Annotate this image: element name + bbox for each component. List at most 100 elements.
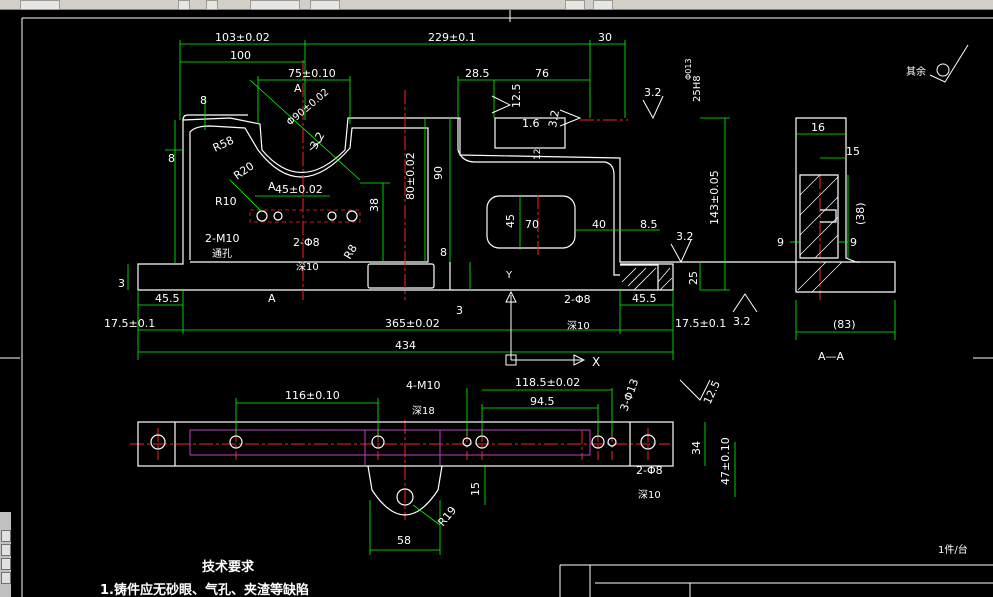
dim-17-5-left: 17.5±0.1 [104, 317, 155, 330]
dim-45-h: 45 [504, 214, 517, 228]
drawing-frame [0, 10, 993, 597]
sec-dim-15: 15 [846, 145, 860, 158]
roughness-3: 1.6 [522, 117, 540, 130]
roughness-7: 3.2 [307, 130, 327, 152]
sec-dim-16: 16 [811, 121, 825, 134]
left-toolpalette [0, 512, 11, 597]
dim-90: 90 [432, 166, 445, 180]
top-dim-118-5: 118.5±0.02 [515, 376, 580, 389]
toolbar-button[interactable] [593, 0, 613, 10]
quantity-label: 1件/台 [938, 543, 968, 556]
roughness-2: 12.5 [510, 84, 523, 109]
section-hatch [797, 174, 843, 293]
front-view [137, 114, 860, 291]
note-through: 通孔 [212, 248, 232, 260]
dim-3-b: 3 [456, 304, 463, 317]
hidden-lines [189, 429, 591, 465]
dim-30: 30 [598, 31, 612, 44]
ucs-x-label: X [592, 355, 600, 369]
roughness-4: 3.2 [546, 109, 562, 128]
top-radius-r19: R19 [435, 504, 459, 529]
top-view [137, 421, 674, 516]
top-note-4-m10: 4-M10 [406, 379, 440, 392]
dim-8-5: 8.5 [640, 218, 658, 231]
layer-icons[interactable] [250, 0, 300, 10]
sec-dim-9-right: 9 [850, 236, 857, 249]
palette-button[interactable] [1, 572, 11, 584]
top-dim-15: 15 [469, 482, 482, 496]
roughness-symbols [309, 44, 969, 401]
top-note-2-phi8: 2-Φ8 [636, 464, 663, 477]
dim-76: 76 [535, 67, 549, 80]
sec-dim-9-left: 9 [777, 236, 784, 249]
palette-button[interactable] [1, 544, 11, 556]
palette-button[interactable] [1, 558, 11, 570]
dim-100: 100 [230, 49, 251, 62]
dim-75: 75±0.10 [288, 67, 336, 80]
section-view [795, 117, 896, 293]
note-2-m10: 2-M10 [205, 232, 239, 245]
toolbar-button[interactable] [178, 0, 190, 10]
dim-45-5-left: 45.5 [155, 292, 180, 305]
palette-button[interactable] [1, 530, 11, 542]
top-note-3-phi13: 3-Φ13 [618, 377, 642, 413]
radius-r10: R10 [215, 195, 237, 208]
toolbar-field[interactable] [310, 0, 340, 10]
roughness-1: 3.2 [644, 86, 662, 99]
tech-requirement-item-1: 1.铸件应无砂眼、气孔、夹渣等缺陷 [100, 582, 309, 597]
note-2-phi8-b: 2-Φ8 [564, 293, 591, 306]
dim-8-b: 8 [168, 152, 175, 165]
tech-requirements-title: 技术要求 [202, 559, 255, 575]
dim-143: 143±0.05 [708, 170, 721, 225]
dim-70: 70 [525, 218, 539, 231]
dim-103: 103±0.02 [215, 31, 270, 44]
toolbar-strip [0, 0, 993, 10]
section-dimension-lines [790, 133, 896, 340]
dim-229: 229±0.1 [428, 31, 476, 44]
roughness-6: 3.2 [733, 315, 751, 328]
dim-25h8: 25H8 [692, 75, 703, 102]
dim-8-a: 8 [200, 94, 207, 107]
sec-dim-83: (83) [833, 318, 856, 331]
section-mark-top: A [294, 82, 302, 95]
section-title: A—A [818, 350, 845, 363]
top-dim-116: 116±0.10 [285, 389, 340, 402]
dim-365: 365±0.02 [385, 317, 440, 330]
note-2-phi8-a: 2-Φ8 [293, 236, 320, 249]
toolbar-button[interactable] [565, 0, 585, 10]
dim-17-5-right: 17.5±0.1 [675, 317, 726, 330]
dim-12: 12 [533, 149, 543, 160]
dim-3-a: 3 [118, 277, 125, 290]
top-dimension-lines [235, 388, 736, 555]
toolbar-field[interactable] [20, 0, 60, 10]
top-dim-34: 34 [690, 441, 703, 455]
dim-25: 25 [687, 271, 700, 285]
top-dim-94-5: 94.5 [530, 395, 555, 408]
top-dim-47: 47±0.10 [719, 437, 732, 485]
section-mark-bottom: A [268, 292, 276, 305]
dim-38: 38 [368, 198, 381, 212]
top-note-depth10: 深10 [638, 489, 661, 501]
dim-8-c: 8 [440, 246, 447, 259]
top-dim-58: 58 [397, 534, 411, 547]
ucs-icon [505, 290, 586, 366]
sec-dim-38: (38) [854, 202, 867, 225]
radius-phi90: Φ90±0.02 [285, 87, 331, 128]
note-depth10-b: 深10 [567, 320, 590, 332]
top-note-depth18: 深18 [412, 405, 435, 417]
hatch-area [621, 267, 673, 291]
dim-434: 434 [395, 339, 416, 352]
dim-phi013: Φ013 [684, 58, 693, 80]
dim-40: 40 [592, 218, 606, 231]
toolbar-button[interactable] [206, 0, 218, 10]
dim-45-5-right: 45.5 [632, 292, 657, 305]
ucs-y-label: Y [505, 270, 513, 281]
dim-28-5: 28.5 [465, 67, 490, 80]
note-depth10-a: 深10 [296, 261, 319, 273]
roughness-5: 3.2 [676, 230, 694, 243]
dim-45: 45±0.02 [275, 183, 323, 196]
rest-label: 其余 [906, 65, 926, 78]
dim-80: 80±0.02 [404, 152, 417, 200]
radius-r58: R58 [211, 134, 236, 155]
